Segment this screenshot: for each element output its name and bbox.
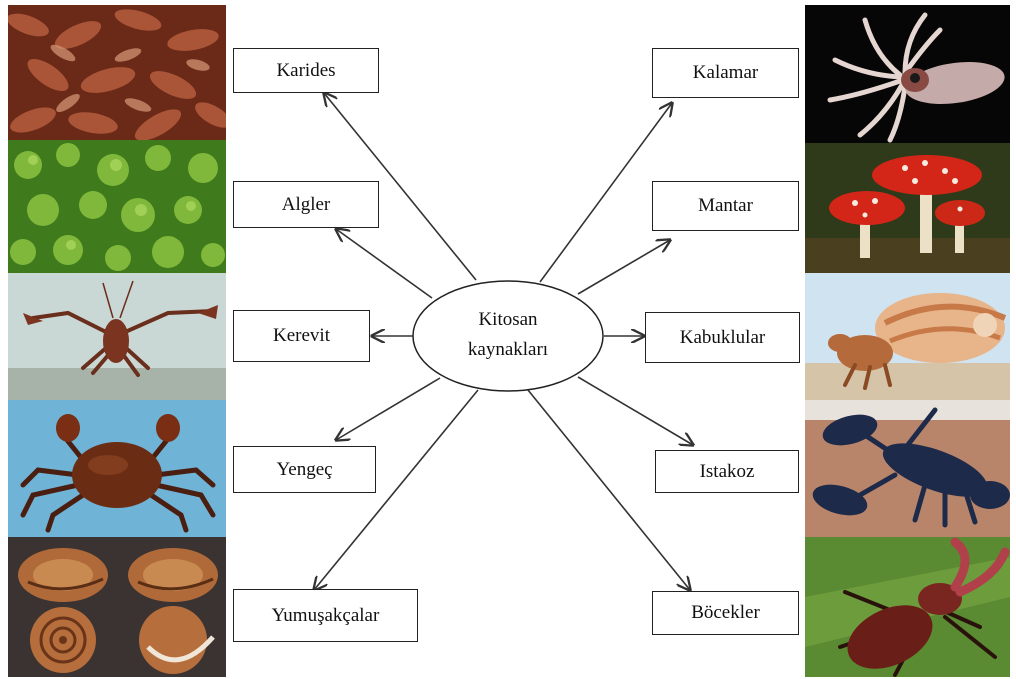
mushroom-photo (805, 143, 1010, 273)
label-kabuklular: Kabuklular (645, 312, 800, 363)
arrow-to-istakoz (578, 377, 693, 445)
center-node (413, 281, 603, 391)
algae-photo (8, 140, 226, 273)
arrow-to-algler (336, 229, 432, 298)
label-yumusakcalar: Yumuşakçalar (233, 589, 418, 642)
center-label-line1: Kitosan (478, 309, 538, 330)
label-bocekler: Böcekler (652, 591, 799, 635)
hermit-crab-photo (805, 273, 1010, 400)
label-algler: Algler (233, 181, 379, 228)
crab-photo (8, 400, 226, 537)
label-yengec: Yengeç (233, 446, 376, 493)
label-mantar: Mantar (652, 181, 799, 231)
label-istakoz: Istakoz (655, 450, 799, 493)
center-label-line2: kaynakları (468, 339, 548, 360)
snail-shells-photo (8, 537, 226, 677)
crayfish-photo (8, 273, 226, 400)
arrow-to-yengec (336, 378, 440, 440)
shrimp-photo (8, 5, 226, 140)
lobster-photo (805, 400, 1010, 537)
stag-beetle-photo (805, 537, 1010, 677)
arrow-to-mantar (578, 240, 670, 294)
label-kalamar: Kalamar (652, 48, 799, 98)
label-kerevit: Kerevit (233, 310, 370, 362)
label-karides: Karides (233, 48, 379, 93)
squid-photo (805, 5, 1010, 143)
